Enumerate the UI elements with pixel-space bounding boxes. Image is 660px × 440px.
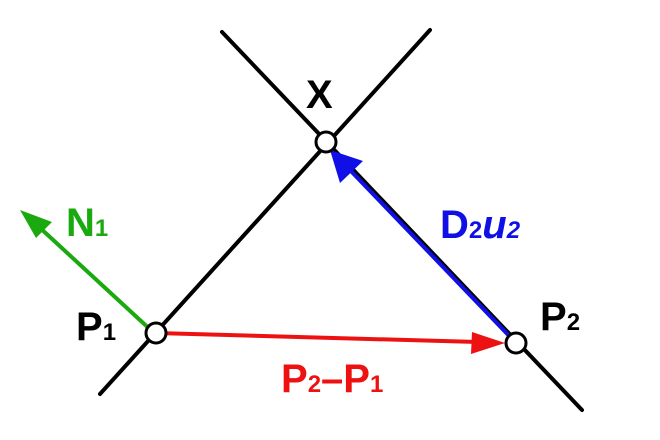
- label-p2-main: P: [540, 295, 567, 339]
- label-d2u2-u-sub: 2: [506, 217, 521, 244]
- label-p2-sub: 2: [567, 309, 580, 336]
- label-p2p1-dash: –: [321, 357, 343, 401]
- label-d2u2-d: D: [440, 203, 469, 247]
- label-p2-minus-p1: P2–P1: [281, 357, 383, 401]
- direction-d2u2-shaft: [346, 166, 518, 345]
- label-n1-main: N: [66, 201, 95, 245]
- label-p2p1-sub-a: 2: [308, 371, 321, 398]
- difference-p2p1-shaft: [155, 331, 479, 344]
- point-p2: [504, 331, 528, 355]
- normal-n1-shaft: [36, 224, 156, 335]
- label-p1-main: P: [76, 305, 103, 349]
- label-n1: N1: [66, 201, 108, 245]
- normal-n1-arrowhead: [20, 210, 52, 238]
- label-p2p1-sub-b: 1: [370, 371, 383, 398]
- point-p1: [144, 321, 168, 345]
- label-n1-sub: 1: [95, 215, 108, 242]
- label-d2u2-u: u: [482, 203, 506, 247]
- label-p2: P2: [540, 295, 580, 339]
- label-p2p1-p-a: P: [281, 357, 308, 401]
- label-d2u2-d-sub: 2: [469, 217, 482, 244]
- label-d2u2: D2u2: [440, 203, 521, 247]
- label-p1: P1: [76, 305, 116, 349]
- direction-d2u2-arrowhead: [330, 150, 363, 183]
- label-p1-sub: 1: [103, 319, 116, 346]
- line-through-p2: [220, 30, 584, 412]
- point-x: [314, 130, 338, 154]
- difference-p2p1-arrowhead: [471, 332, 505, 354]
- label-p2p1-p-b: P: [343, 357, 370, 401]
- label-x: X: [306, 73, 333, 117]
